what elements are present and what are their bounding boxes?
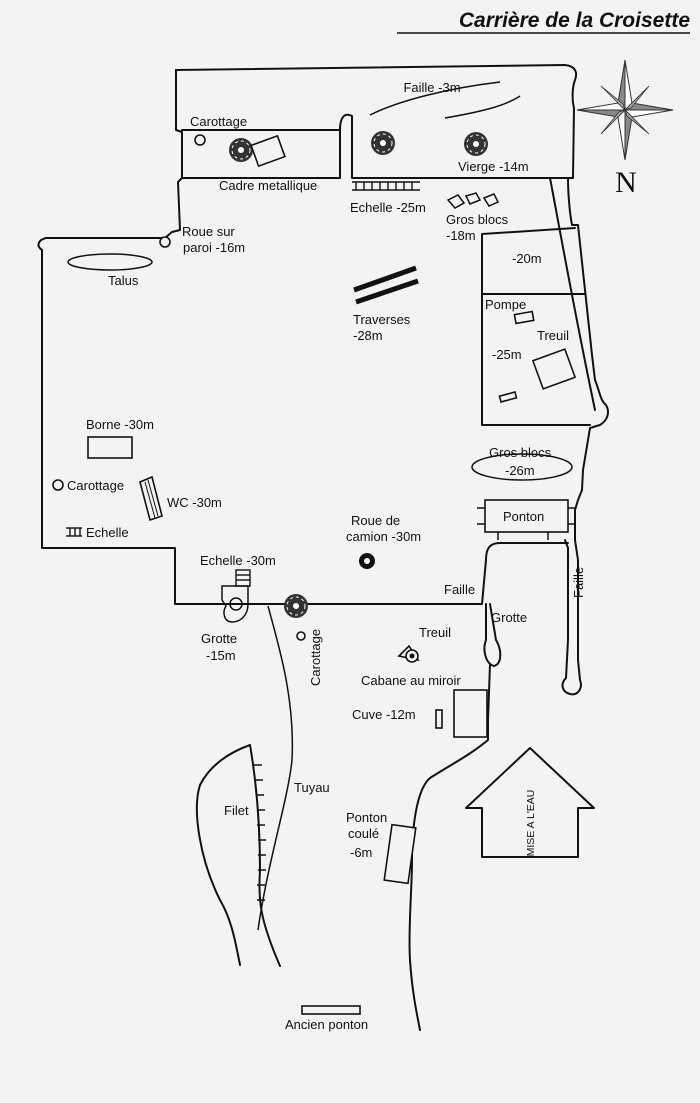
gros-blocs-26-label-line2: -26m [505, 463, 535, 478]
grotte-left-shape [221, 585, 249, 623]
roue-paroi-label-line2: paroi -16m [183, 240, 245, 255]
gros-blocs-rocks-icon [446, 192, 500, 209]
echelle-30-ladder-icon [235, 569, 251, 587]
gros-blocs-26-label-line1: Gros blocs [489, 445, 552, 460]
ponton-coule-label-line2: coulé [348, 826, 379, 841]
treuil-right-label: Treuil [537, 328, 569, 343]
gros-blocs-18-label-line1: Gros blocs [446, 212, 509, 227]
treuil-right-box [531, 348, 577, 390]
mise-a-l-eau-label: MISE A L'EAU [525, 790, 537, 857]
small-block-box [498, 391, 518, 403]
ponton-coule-box [383, 823, 417, 885]
grotte-left-hole [229, 597, 243, 611]
ancien-ponton-box [301, 1005, 361, 1015]
roue-camion-wheel-icon [359, 553, 375, 569]
traverses-beams-icon [353, 265, 419, 305]
borne-label: Borne -30m [86, 417, 154, 432]
depth-25-label: -25m [492, 347, 522, 362]
cadre-metallique-box [250, 134, 286, 168]
quarry-outline-north [175, 64, 609, 696]
map-title: Carrière de la Croisette [459, 9, 690, 32]
ancien-ponton-label: Ancien ponton [285, 1017, 368, 1032]
inner-wall-north [181, 129, 341, 179]
ponton-label: Ponton [503, 509, 544, 524]
ponton-coule-label-line3: -6m [350, 845, 372, 860]
mise-a-l-eau-arrow-icon [465, 747, 595, 858]
tuyau-pipe-line [257, 605, 294, 931]
traverses-label-line2: -28m [353, 328, 383, 343]
echelle-30-label: Echelle -30m [200, 553, 276, 568]
filet-label: Filet [224, 803, 249, 818]
cuve-box [435, 709, 443, 729]
gros-blocs-18-label-line2: -18m [446, 228, 476, 243]
ponton-icon [477, 499, 575, 540]
roue-paroi-label-line1: Roue sur [182, 224, 235, 239]
cabane-miroir-box [453, 689, 488, 738]
echelle-25-ladder-icon [352, 181, 420, 191]
echelle-left-ladder-icon [66, 527, 82, 537]
roue-camion-label-line2: camion -30m [346, 529, 421, 544]
tree-icon-2 [371, 131, 395, 155]
depth-20-label: -20m [512, 251, 542, 266]
faille-right-label: Faille [571, 567, 586, 598]
carottage-marker-mid [296, 631, 306, 641]
cadre-metallique-label: Cadre metallique [219, 178, 317, 193]
carottage-top-label: Carottage [190, 114, 247, 129]
gros-blocs-26-ellipse [471, 453, 573, 481]
carottage-marker-top [194, 134, 206, 146]
wc-icon [139, 475, 163, 522]
tree-icon-1 [229, 138, 253, 162]
carottage-marker-left [52, 479, 64, 491]
inner-wall-north-bump [339, 113, 571, 179]
borne-box [87, 436, 133, 459]
traverses-label-line1: Traverses [353, 312, 411, 327]
compass-rose-icon [576, 59, 674, 161]
tree-icon-3 [464, 132, 488, 156]
faille-top-line [369, 81, 501, 116]
grotte-left-label-line1: Grotte [201, 631, 237, 646]
tuyau-label: Tuyau [294, 780, 330, 795]
east-faille-line [549, 177, 596, 411]
echelle-25-label: Echelle -25m [350, 200, 426, 215]
filet-net-ticks [254, 764, 266, 901]
echelle-left-label: Echelle [86, 525, 129, 540]
pompe-label: Pompe [485, 297, 526, 312]
pompe-box [513, 310, 535, 325]
tree-icon-4 [284, 594, 308, 618]
talus-label: Talus [108, 273, 139, 288]
faille-top-line-2 [444, 95, 521, 119]
wc-label: WC -30m [167, 495, 222, 510]
faille-mid-label: Faille [444, 582, 475, 597]
carottage-left-label: Carottage [67, 478, 124, 493]
quarry-outline-west [37, 69, 233, 605]
west-shore-lower [195, 744, 251, 966]
grotte-left-label-line2: -15m [206, 648, 236, 663]
north-letter: N [615, 166, 637, 199]
ponton-coule-label-line1: Ponton [346, 810, 387, 825]
treuil-mid-label: Treuil [419, 625, 451, 640]
carottage-vertical-label: Carottage [308, 629, 323, 686]
talus-ellipse [67, 253, 153, 271]
treuil-mid-winch-icon [397, 644, 420, 663]
roue-paroi-marker [159, 236, 171, 248]
south-middle-wall [231, 542, 569, 605]
grotte-right-wall [408, 603, 502, 1031]
cuve-label: Cuve -12m [352, 707, 416, 722]
grotte-right-label: Grotte [491, 610, 527, 625]
roue-camion-label-line1: Roue de [351, 513, 400, 528]
faille-top-label: Faille -3m [403, 80, 460, 95]
vierge-label: Vierge -14m [458, 159, 529, 174]
cabane-label: Cabane au miroir [361, 673, 461, 688]
